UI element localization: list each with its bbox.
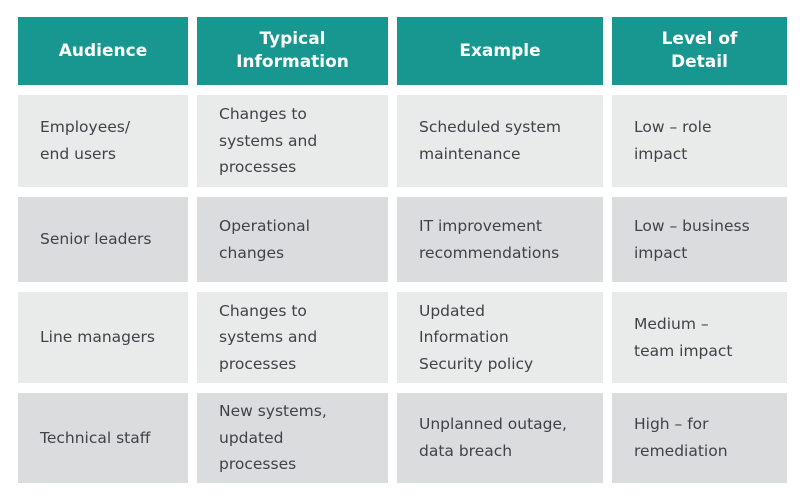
cell-senior-leaders-example: IT improvement recommendations	[397, 197, 603, 282]
column-header-example: Example	[397, 17, 603, 85]
cell-technical-staff-audience: Technical staff	[18, 393, 188, 483]
column-header-level-of-detail: Level of Detail	[612, 17, 787, 85]
cell-senior-leaders-detail: Low – business impact	[612, 197, 787, 282]
cell-line-managers-audience: Line managers	[18, 292, 188, 383]
column-header-audience: Audience	[18, 17, 188, 85]
cell-employees-example: Scheduled system maintenance	[397, 95, 603, 187]
cell-line-managers-information: Changes to systems and processes	[197, 292, 388, 383]
column-header-typical-information: Typical Information	[197, 17, 388, 85]
cell-employees-audience: Employees/ end users	[18, 95, 188, 187]
cell-line-managers-example: Updated Information Security policy	[397, 292, 603, 383]
cell-senior-leaders-information: Operational changes	[197, 197, 388, 282]
communication-audience-table: Audience Typical Information Example Lev…	[18, 17, 787, 483]
cell-technical-staff-detail: High – for remediation	[612, 393, 787, 483]
cell-technical-staff-information: New systems, updated processes	[197, 393, 388, 483]
cell-technical-staff-example: Unplanned outage, data breach	[397, 393, 603, 483]
cell-employees-information: Changes to systems and processes	[197, 95, 388, 187]
cell-senior-leaders-audience: Senior leaders	[18, 197, 188, 282]
cell-employees-detail: Low – role impact	[612, 95, 787, 187]
cell-line-managers-detail: Medium – team impact	[612, 292, 787, 383]
